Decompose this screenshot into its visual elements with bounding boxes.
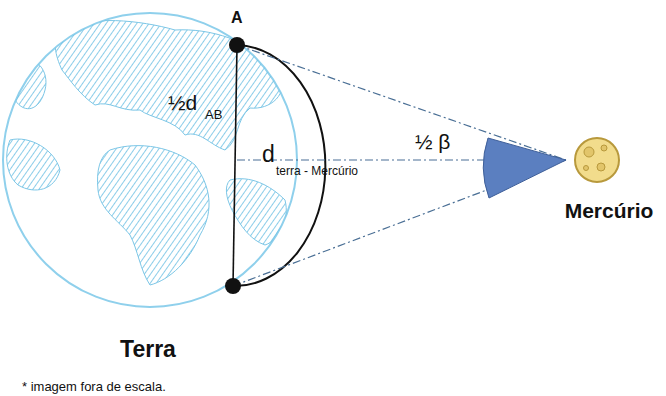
earth-globe: [3, 13, 297, 307]
point-a: [229, 37, 245, 53]
distance-label: d: [262, 143, 275, 166]
crater: [584, 166, 589, 171]
half-chord-label: ½d: [168, 92, 197, 113]
crater: [584, 147, 594, 157]
note: * imagem fora de escala.: [22, 380, 166, 393]
node-title: Mercúrio: [565, 200, 654, 221]
point-b: [225, 278, 241, 294]
mercury-node: Mercúrio: [575, 138, 619, 182]
continents: [7, 21, 287, 285]
crater: [597, 163, 605, 171]
angle-wedge: [483, 138, 566, 198]
crater: [601, 145, 607, 151]
subscript: AB: [205, 108, 222, 121]
earth-node: Terra: [3, 13, 297, 307]
sight-line: [237, 45, 566, 160]
node-title: Terra: [120, 338, 176, 361]
subscript: terra - Mercúrio: [276, 165, 358, 177]
chord-ab: [233, 45, 237, 286]
angle-label: ½ β: [415, 131, 450, 152]
point-label: A: [231, 10, 243, 26]
mercury-planet: [575, 138, 619, 182]
